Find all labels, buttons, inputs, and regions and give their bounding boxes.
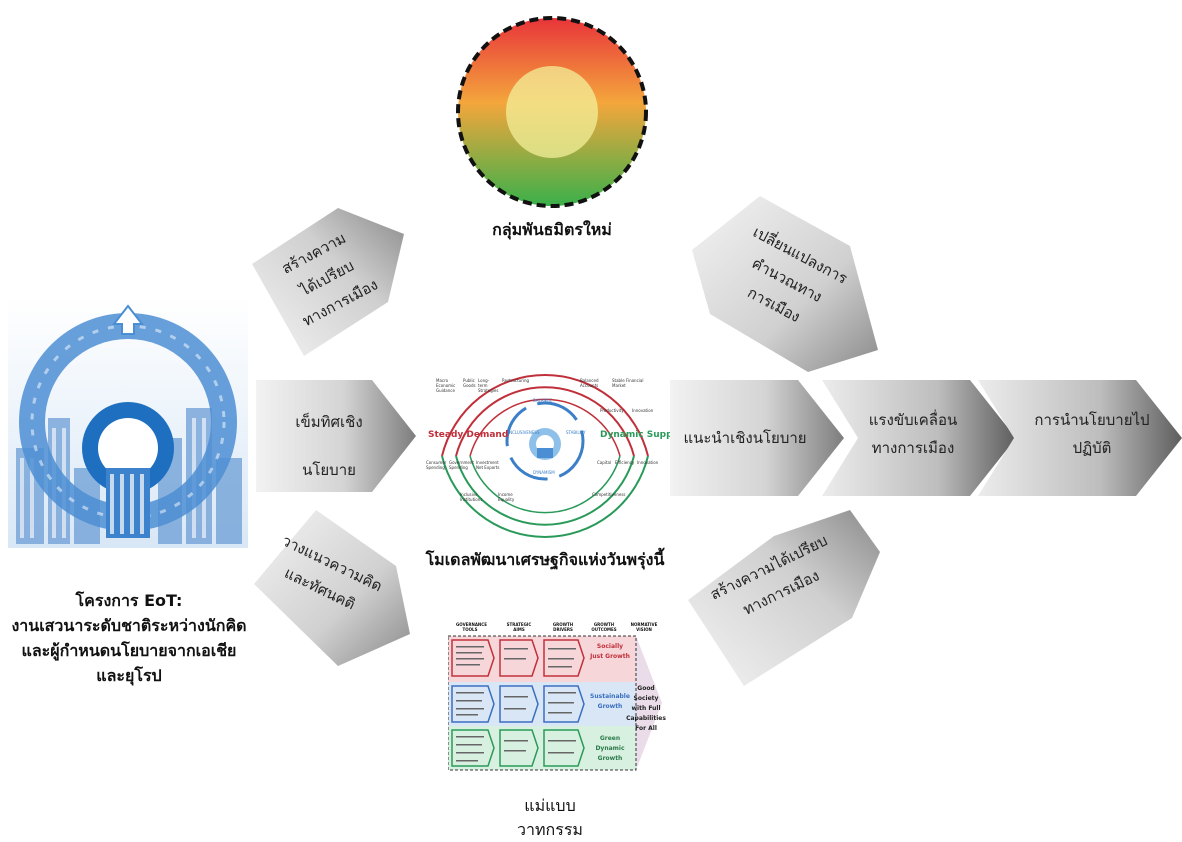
framework-header: GROWTH OUTCOMES — [591, 622, 617, 632]
eot-project-caption: โครงการ EoT: งานเสวนาระดับชาติระหว่างนัก… — [0, 588, 258, 688]
chain-arrow-1-text: แนะนำเชิงนโยบาย — [680, 424, 810, 452]
inner-label: BALANCE — [533, 398, 552, 403]
arrow-middle-left — [256, 380, 416, 492]
arrow-line: ทางการเมือง — [871, 439, 955, 457]
arrow-line: เข็มทิศเชิง — [295, 413, 363, 431]
model-label: Innovation — [637, 460, 659, 465]
model-label: Productivity — [600, 408, 624, 413]
framework-outcome: Green Dynamic Growth — [595, 735, 625, 762]
chain-arrow-3 — [978, 380, 1182, 496]
framework-header: GROWTH DRIVERS — [552, 622, 574, 632]
framework-vision: Good Society with Full Capabilities For … — [626, 685, 666, 732]
caption-line: โครงการ EoT: — [75, 591, 183, 610]
caption-line: และยุโรป — [96, 666, 162, 685]
model-label: Macro Economic Guidance — [436, 378, 456, 393]
inner-label: DYNAMISM — [533, 470, 555, 475]
arrow-line: แนะนำเชิงนโยบาย — [683, 429, 807, 447]
alliance-caption: กลุ่มพันธมิตรใหม่ — [492, 220, 612, 239]
caption-line: วาทกรรม — [517, 820, 583, 839]
inner-label: INCLUSIVENESS — [508, 430, 540, 435]
model-label: Efficiency — [615, 460, 635, 465]
framework-header: GOVERNANCE TOOLS — [456, 622, 487, 632]
chain-arrow-3-text: การนำนโยบายไป ปฏิบัติ — [1022, 406, 1162, 462]
model-label: Competitiveness — [592, 492, 626, 497]
model-label: Government Spending — [449, 460, 474, 470]
model-label: Investment Net Exports — [476, 460, 500, 470]
caption-line: แม่แบบ — [524, 796, 576, 815]
model-label: Public Goods — [463, 378, 476, 388]
model-label: Balanced Accounts — [580, 378, 599, 388]
chain-arrow-1 — [670, 380, 844, 496]
arrow-lower-left — [254, 510, 410, 666]
inner-label: STABILITY — [566, 430, 586, 435]
arrow-line: การนำนโยบายไป — [1034, 411, 1150, 429]
arrow-lower-right — [688, 510, 880, 686]
framework-caption: แม่แบบ วาทกรรม — [490, 794, 610, 842]
model-label: Capital — [597, 460, 612, 465]
model-label: Inclusive Institutions — [460, 492, 483, 502]
framework-outcome: Socially Just Growth — [590, 643, 630, 660]
steady-demand-label: Steady Demand — [428, 430, 509, 440]
framework-header: STRATEGIC AIMS — [506, 622, 532, 632]
arrow-line: แรงขับเคลื่อน — [868, 411, 958, 429]
economic-model-caption: โมเดลพัฒนาเศรษฐกิจแห่งวันพรุ่งนี้ — [425, 550, 665, 569]
caption-line: งานเสวนาระดับชาติระหว่างนักคิด — [11, 616, 247, 635]
model-label: Innovation — [632, 408, 654, 413]
economic-model-diagram — [441, 374, 649, 538]
eot-project-logo — [8, 298, 248, 548]
model-label: Consumer Spending — [426, 460, 447, 470]
chain-arrow-2 — [822, 380, 1016, 496]
model-label: Long-term Strategies — [478, 378, 499, 393]
arrow-upper-right — [692, 196, 878, 372]
framework-header: NORMATIVE VISION — [630, 622, 658, 632]
model-label: Income Equality — [498, 492, 515, 502]
arrow-line: ปฏิบัติ — [1072, 439, 1112, 457]
framework-outcome: Sustainable Growth — [590, 693, 630, 710]
discourse-framework-chart — [448, 635, 662, 771]
arrow-upper-left — [252, 208, 404, 356]
caption-line: และผู้กำหนดนโยบายจากเอเชีย — [21, 641, 237, 660]
chain-arrow-2-text: แรงขับเคลื่อน ทางการเมือง — [848, 406, 978, 462]
model-label: Restructuring — [502, 378, 530, 383]
model-label: Stable Financial Market — [612, 378, 644, 388]
alliance-circle — [456, 16, 648, 208]
dynamic-supply-label: Dynamic Supply — [600, 430, 682, 440]
arrow-line: นโยบาย — [302, 461, 356, 479]
arrow-middle-left-text: เข็มทิศเชิง นโยบาย — [264, 398, 394, 494]
